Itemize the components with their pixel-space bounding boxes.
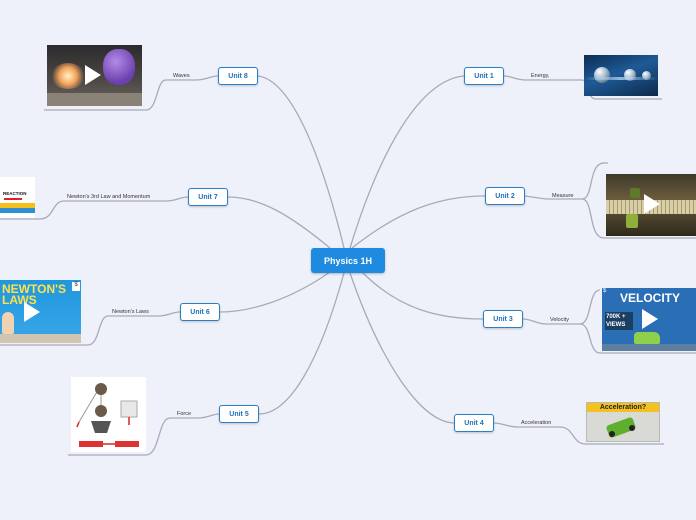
velocity-video-thumbnail[interactable]: VELOCITY $ 700K + VIEWS xyxy=(602,288,696,351)
link-unit3-topic xyxy=(522,318,580,325)
arrow-shape xyxy=(4,198,22,200)
play-icon[interactable] xyxy=(24,302,40,322)
badge: $ xyxy=(72,282,80,291)
link-topic8-image xyxy=(44,79,167,111)
unit-1-topic[interactable]: Energy, xyxy=(531,73,550,79)
unit-2-node[interactable]: Unit 2 xyxy=(485,187,525,205)
sphere-shape xyxy=(594,67,610,83)
link-topic2-image xyxy=(581,162,696,239)
unit-7-node[interactable]: Unit 7 xyxy=(188,188,228,206)
link-topic7-image xyxy=(0,200,65,220)
link-center-unit8 xyxy=(257,75,345,249)
stripe-shape xyxy=(0,208,35,213)
unit-4-node[interactable]: Unit 4 xyxy=(454,414,494,432)
image-title: REACTION xyxy=(3,191,27,196)
link-unit4-topic xyxy=(493,422,560,428)
link-center-unit6 xyxy=(219,271,331,313)
views-caption: 700K + VIEWS xyxy=(605,312,633,330)
link-unit7-topic xyxy=(64,196,189,202)
object-shape xyxy=(630,188,640,198)
play-icon[interactable] xyxy=(644,194,660,214)
newtons-laws-video-thumbnail[interactable]: NEWTON'S LAWS $ xyxy=(0,280,81,343)
link-center-unit2 xyxy=(351,195,486,249)
central-topic[interactable]: Physics 1H xyxy=(311,248,385,273)
unit-3-topic[interactable]: Velocity xyxy=(550,317,569,323)
unit-2-topic[interactable]: Measure xyxy=(552,193,574,199)
link-unit1-topic xyxy=(503,75,582,81)
link-center-unit7 xyxy=(227,196,331,249)
unit-3-node[interactable]: Unit 3 xyxy=(483,310,523,328)
play-icon[interactable] xyxy=(85,65,101,85)
link-center-unit4 xyxy=(349,272,455,424)
link-unit6-topic xyxy=(108,311,181,317)
monster-shape xyxy=(103,49,135,85)
link-center-unit1 xyxy=(349,75,465,249)
play-icon[interactable] xyxy=(642,309,658,329)
link-unit2-topic xyxy=(524,195,582,200)
video-title: VELOCITY xyxy=(620,291,681,305)
unit-7-topic[interactable]: Newton's 3rd Law and Momentum xyxy=(67,194,151,200)
image-title: Acceleration? xyxy=(587,403,659,412)
unit-4-topic[interactable]: Acceleration xyxy=(521,420,552,426)
stripe-shape xyxy=(0,203,35,208)
link-topic5-image xyxy=(68,417,171,456)
person-shape xyxy=(2,312,14,334)
ground-shape xyxy=(47,93,142,106)
ruler-video-thumbnail[interactable] xyxy=(606,174,696,236)
link-unit5-topic xyxy=(170,413,220,419)
link-topic6-image xyxy=(0,315,109,346)
link-topic3-image xyxy=(579,289,696,354)
unit-6-topic[interactable]: Newton's Laws xyxy=(112,309,149,315)
wheel-shape xyxy=(629,425,635,431)
link-unit8-topic xyxy=(166,75,219,81)
explosion-shape xyxy=(51,63,85,89)
force-diagram-image[interactable] xyxy=(71,377,146,452)
unit-8-topic[interactable]: Waves xyxy=(173,73,190,79)
link-center-unit5 xyxy=(258,272,345,415)
unit-1-node[interactable]: Unit 1 xyxy=(464,67,504,85)
waves-video-thumbnail[interactable] xyxy=(47,45,142,106)
wheel-shape xyxy=(609,431,615,437)
unit-8-node[interactable]: Unit 8 xyxy=(218,67,258,85)
object-shape xyxy=(626,214,638,228)
spheres-image[interactable] xyxy=(584,55,658,96)
unit-6-node[interactable]: Unit 6 xyxy=(180,303,220,321)
link-center-unit3 xyxy=(361,271,484,320)
sphere-shape xyxy=(642,71,651,80)
car-shape xyxy=(634,332,660,344)
unit-5-topic[interactable]: Force xyxy=(177,411,192,417)
reaction-image[interactable]: REACTION xyxy=(0,177,35,218)
force-diagram-shapes xyxy=(76,383,139,447)
road-shape xyxy=(602,344,696,351)
badge: $ xyxy=(603,288,607,294)
light-streak xyxy=(584,77,658,80)
desk-shape xyxy=(0,334,81,343)
link-topic4-image xyxy=(559,426,664,445)
acceleration-car-image[interactable]: Acceleration? xyxy=(586,402,660,442)
unit-5-node[interactable]: Unit 5 xyxy=(219,405,259,423)
